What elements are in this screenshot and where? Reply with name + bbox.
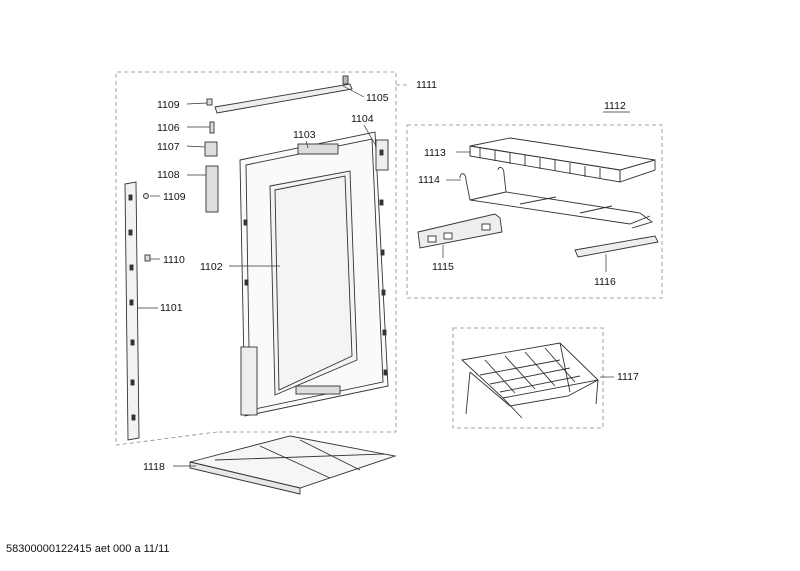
label-1115: 1115 xyxy=(432,261,454,273)
label-1104: 1104 xyxy=(351,113,374,125)
label-1117: 1117 xyxy=(617,371,639,383)
label-1112: 1112 xyxy=(604,100,626,112)
label-1109-side: 1109 xyxy=(163,191,186,203)
label-1105: 1105 xyxy=(366,92,389,104)
label-1113: 1113 xyxy=(424,147,446,159)
group-outline-1117 xyxy=(452,327,604,429)
group-outline-1112 xyxy=(406,124,663,299)
oven-rack xyxy=(461,342,599,419)
wire-rack xyxy=(459,166,653,229)
small-parts xyxy=(143,98,219,262)
door-glass-1102 xyxy=(269,170,358,396)
label-1106: 1106 xyxy=(157,122,180,134)
label-1114: 1114 xyxy=(418,174,440,186)
label-1101: 1101 xyxy=(160,302,183,314)
tray xyxy=(189,435,397,495)
label-1111: 1111 xyxy=(416,79,437,91)
label-1102: 1102 xyxy=(200,261,223,273)
document-id: 58300000122415 aet 000 a 11/11 xyxy=(6,543,170,555)
bracket xyxy=(417,213,503,249)
top-trim xyxy=(214,75,353,114)
group-outline-1111 xyxy=(115,71,397,446)
door-frame xyxy=(239,131,389,417)
label-1110: 1110 xyxy=(163,254,185,266)
label-1109-top: 1109 xyxy=(157,99,180,111)
label-1118: 1118 xyxy=(143,461,165,473)
side-rail xyxy=(124,181,140,441)
rail xyxy=(574,235,659,258)
leader-lines xyxy=(138,85,630,467)
label-1107: 1107 xyxy=(157,141,180,153)
label-1108: 1108 xyxy=(157,169,180,181)
label-1103: 1103 xyxy=(293,129,316,141)
label-1116: 1116 xyxy=(594,276,616,288)
basket xyxy=(469,137,656,183)
